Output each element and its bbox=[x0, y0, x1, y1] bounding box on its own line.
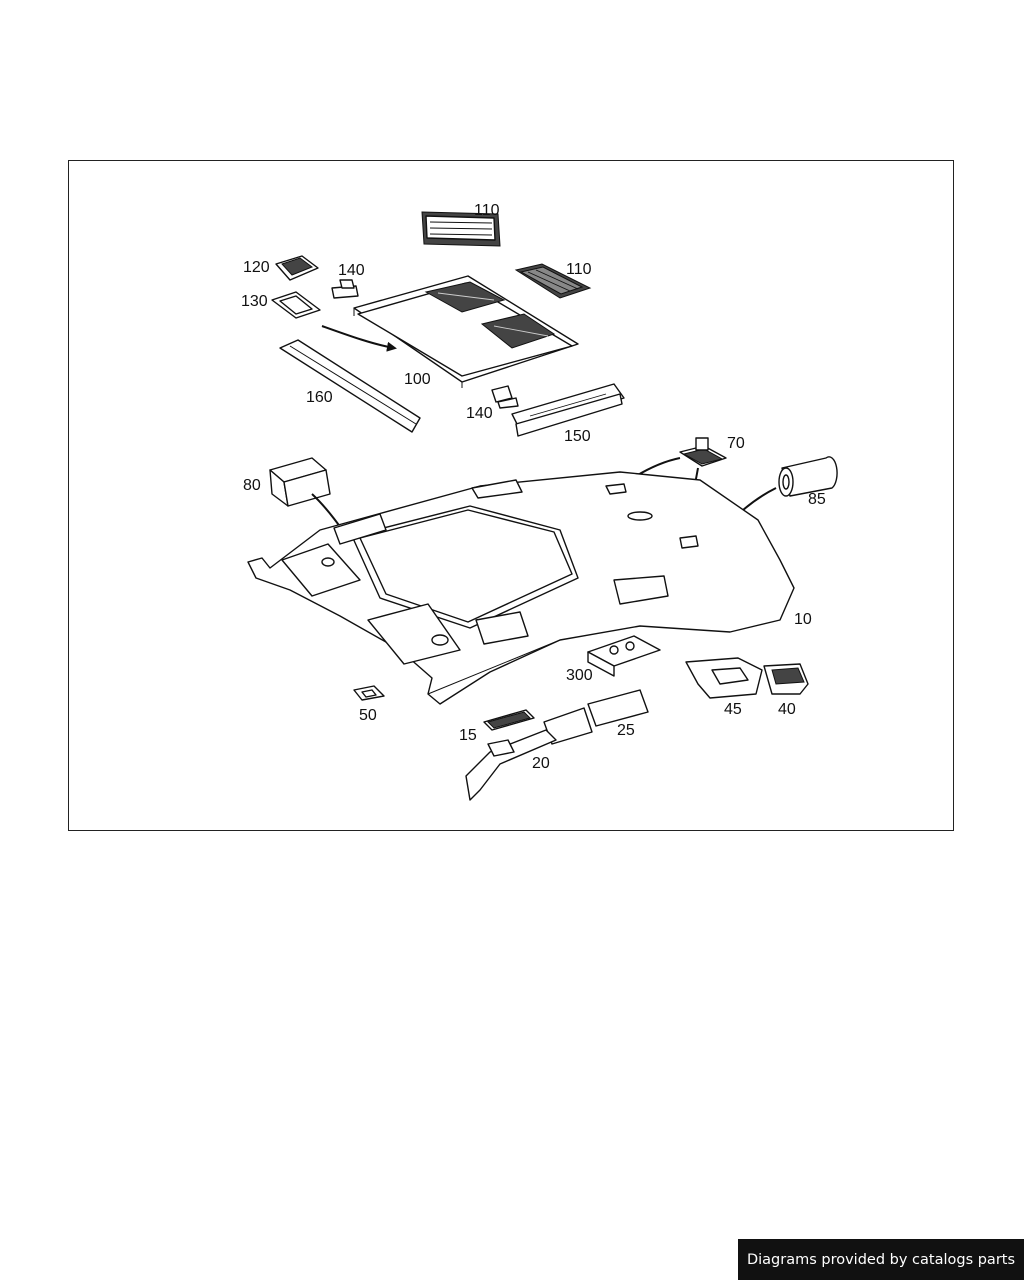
label-110-lower: 110 bbox=[566, 261, 592, 278]
label-25: 25 bbox=[617, 722, 635, 739]
part-140-lower bbox=[491, 385, 519, 409]
label-300: 300 bbox=[566, 667, 593, 684]
part-20 bbox=[465, 729, 557, 801]
part-70 bbox=[679, 437, 727, 467]
part-10-headliner bbox=[247, 471, 795, 705]
part-150 bbox=[511, 383, 625, 437]
label-110-upper: 110 bbox=[474, 202, 500, 219]
diagram-frame bbox=[68, 160, 954, 831]
label-85: 85 bbox=[808, 491, 826, 508]
part-80 bbox=[269, 457, 331, 507]
label-160: 160 bbox=[306, 389, 333, 406]
arrow-to-100 bbox=[321, 325, 397, 352]
part-45 bbox=[685, 657, 763, 699]
label-130: 130 bbox=[241, 293, 268, 310]
label-10: 10 bbox=[794, 611, 812, 628]
part-15 bbox=[483, 709, 535, 731]
label-100: 100 bbox=[404, 371, 431, 388]
label-45: 45 bbox=[724, 701, 742, 718]
part-300 bbox=[587, 635, 661, 677]
part-100 bbox=[353, 275, 579, 388]
label-140-lower: 140 bbox=[466, 405, 493, 422]
label-140-upper: 140 bbox=[338, 262, 365, 279]
part-160 bbox=[279, 339, 421, 433]
label-20: 20 bbox=[532, 755, 550, 772]
part-40 bbox=[763, 663, 809, 695]
part-120 bbox=[275, 255, 319, 281]
label-120: 120 bbox=[243, 259, 270, 276]
part-110-lower bbox=[514, 263, 592, 299]
label-50: 50 bbox=[359, 707, 377, 724]
label-15: 15 bbox=[459, 727, 477, 744]
label-80: 80 bbox=[243, 477, 261, 494]
label-70: 70 bbox=[727, 435, 745, 452]
credit-badge: Diagrams provided by catalogs parts bbox=[738, 1239, 1024, 1280]
part-140-upper bbox=[331, 279, 359, 299]
part-25 bbox=[543, 689, 649, 745]
label-40: 40 bbox=[778, 701, 796, 718]
label-150: 150 bbox=[564, 428, 591, 445]
part-130 bbox=[271, 291, 321, 319]
part-110-upper bbox=[421, 211, 501, 247]
part-50 bbox=[353, 685, 385, 701]
part-85 bbox=[778, 456, 838, 497]
